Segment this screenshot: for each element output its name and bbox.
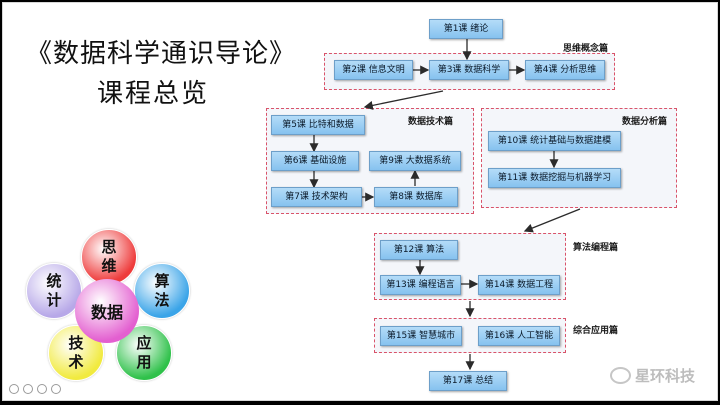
node-c16: 第16课 人工智能: [478, 326, 560, 346]
node-c7: 第7课 技术架构: [271, 187, 362, 207]
petal-statistics: 统计: [26, 263, 82, 319]
flow-arrows: [309, 39, 581, 371]
slide: 《数据科学通识导论》 课程总览 思维概念篇 数据技术篇 数据分析篇 算法编程篇 …: [2, 2, 718, 401]
node-c13: 第13课 编程语言: [380, 275, 461, 295]
node-c4: 第4课 分析思维: [525, 60, 605, 80]
node-c8: 第8课 数据库: [374, 187, 458, 207]
node-c6: 第6课 基础设施: [271, 151, 359, 171]
petal-technology: 技术: [48, 325, 104, 381]
arrow-analysis-algorithm: [523, 208, 581, 233]
watermark-text: 星环科技: [634, 367, 695, 385]
group-label-thinking: 思维概念篇: [563, 44, 609, 54]
node-c17: 第17课 总结: [429, 371, 507, 391]
flower-center: 数据: [75, 279, 139, 343]
node-c3: 第3课 数据科学: [429, 60, 509, 80]
petal-algorithm: 算法: [134, 263, 190, 319]
next-icon[interactable]: [51, 384, 61, 394]
node-c15: 第15课 智慧城市: [380, 326, 462, 346]
group-analysis: [481, 108, 677, 208]
node-c5: 第5课 比特和数据: [271, 115, 365, 135]
petal-thinking: 思维: [81, 229, 137, 285]
node-c10: 第10课 统计基础与数据建模: [488, 131, 621, 151]
arrow-thinking-tech: [363, 90, 444, 110]
group-label-algorithm: 算法编程篇: [573, 243, 619, 253]
node-c14: 第14课 数据工程: [478, 275, 560, 295]
group-label-tech: 数据技术篇: [408, 117, 454, 127]
node-c11: 第11课 数据挖掘与机器学习: [488, 168, 621, 188]
group-label-analysis: 数据分析篇: [622, 117, 668, 127]
petal-statistics-label: 统计: [46, 272, 62, 309]
node-c9: 第9课 大数据系统: [369, 151, 461, 171]
wechat-icon: [609, 367, 631, 384]
pen-icon[interactable]: [23, 384, 33, 394]
petal-thinking-label: 思维: [101, 238, 117, 275]
group-label-application: 综合应用篇: [573, 326, 619, 336]
slide-subtitle: 课程总览: [96, 79, 209, 109]
watermark-logo: 星环科技: [609, 365, 695, 386]
node-c1: 第1课 绪论: [429, 19, 503, 39]
petal-application-label: 应用: [136, 334, 152, 371]
node-c2: 第2课 信息文明: [334, 60, 413, 80]
node-c12: 第12课 算法: [380, 240, 458, 260]
prev-icon[interactable]: [9, 384, 19, 394]
menu-icon[interactable]: [37, 384, 47, 394]
petal-technology-label: 技术: [68, 334, 84, 371]
slide-title: 《数据科学通识导论》: [25, 39, 296, 69]
presentation-toolbar[interactable]: [9, 384, 61, 394]
petal-algorithm-label: 算法: [154, 272, 170, 309]
